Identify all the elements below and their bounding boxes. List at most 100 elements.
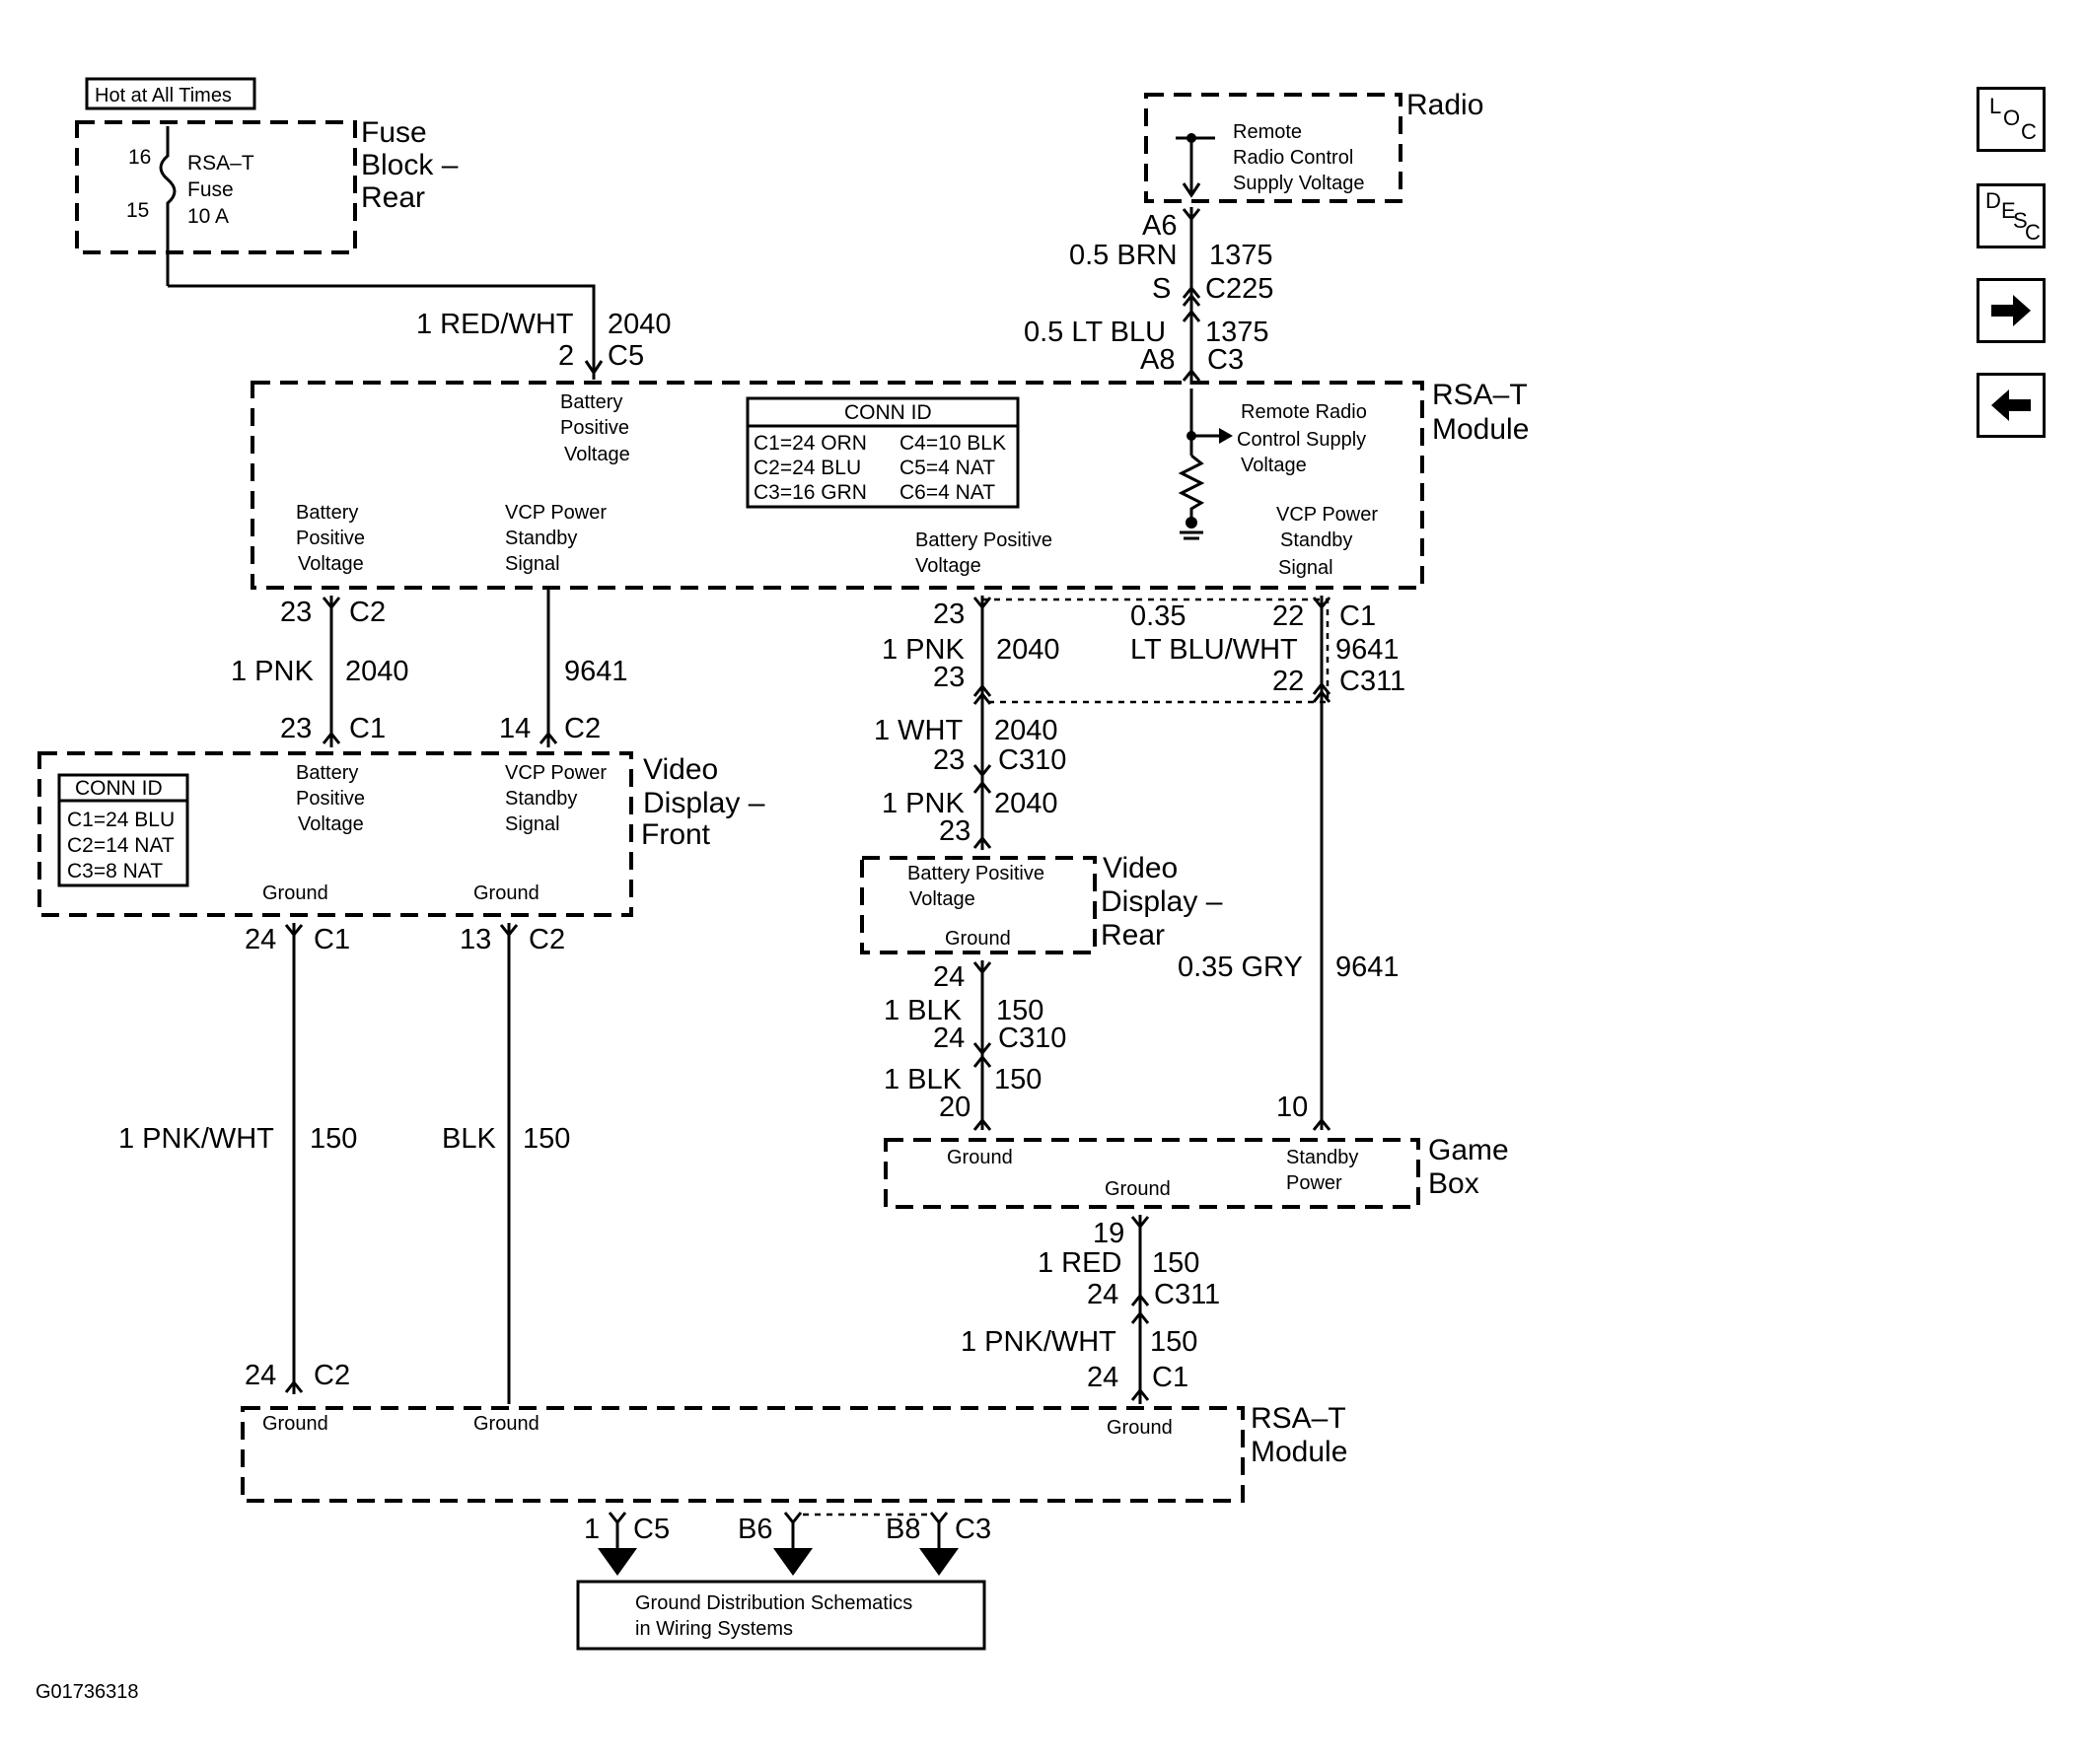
loc-letter-l: L <box>1989 94 2002 118</box>
rear-gnd2-pin: 20 <box>939 1092 971 1123</box>
rear-gnd1-color: 1 BLK <box>884 995 963 1026</box>
wire-fuse-circuit: 2040 <box>608 309 672 340</box>
connector-a8 <box>1182 309 1201 382</box>
wire-a8-circuit: 1375 <box>1205 317 1269 348</box>
rear-wht-pin: 23 <box>933 744 965 776</box>
rsa-top-title-1: RSA–T <box>1432 379 1528 411</box>
fuse-label-3: 10 A <box>187 205 229 228</box>
front-gnd2-color: BLK <box>442 1123 496 1155</box>
ground-arrow-3 <box>919 1548 959 1576</box>
front-gnd1-conn-bottom: C2 <box>314 1360 350 1391</box>
connector-game-10 <box>1312 1117 1331 1131</box>
rear-batt-pin-top: 23 <box>933 599 965 630</box>
rsa-bottom-ground-2: Ground <box>473 1413 539 1435</box>
game-gnd1-circuit: 150 <box>1152 1247 1199 1279</box>
rsa-conn-id-header: CONN ID <box>844 401 932 424</box>
game-gry-pin: 10 <box>1276 1092 1308 1123</box>
front-vcp-1: VCP Power <box>505 762 607 784</box>
connector-c1-22 <box>1312 597 1331 610</box>
ground-distribution-line-2: in Wiring Systems <box>635 1618 793 1640</box>
rsa-conn-id-r1c2: C4=10 BLK <box>899 432 1006 455</box>
game-box <box>884 1138 1420 1209</box>
wire-a6-pin: A6 <box>1142 210 1177 242</box>
connector-c1-24 <box>284 924 304 938</box>
front-batt-2: Positive <box>296 788 365 810</box>
video-rear-title-1: Video <box>1103 852 1178 884</box>
radio-label-3: Supply Voltage <box>1233 173 1364 194</box>
game-gry-circuit: 9641 <box>1335 952 1400 983</box>
game-gnd1-pin-top: 19 <box>1093 1218 1124 1249</box>
game-gnd2-color: 1 PNK/WHT <box>961 1326 1116 1358</box>
game-box-title-2: Box <box>1428 1167 1479 1200</box>
rsa-remote-1: Remote Radio <box>1241 401 1367 423</box>
connector-c2-23 <box>322 597 341 610</box>
front-gnd1-circuit: 150 <box>310 1123 357 1155</box>
rsa-top-title-2: Module <box>1432 413 1529 446</box>
rear-batt-color: 1 PNK <box>882 634 965 666</box>
connector-rear-20 <box>972 1117 992 1131</box>
rsa-vcp-right-3: Signal <box>1278 557 1333 579</box>
rear-batt-1: Battery Positive <box>907 863 1044 884</box>
front-ground-1: Ground <box>262 882 328 904</box>
front-gnd1-color: 1 PNK/WHT <box>118 1123 274 1155</box>
next-button[interactable] <box>1977 278 2046 343</box>
game-gnd1-pin-bottom: 24 <box>1087 1279 1118 1310</box>
rsa-conn-id-r2c2: C5=4 NAT <box>899 457 995 479</box>
front-batt-circuit: 2040 <box>345 656 409 687</box>
fuse-label-2: Fuse <box>187 178 234 201</box>
rsa-module-top-box <box>251 381 1424 590</box>
rsa-conn-id-r3c1: C3=16 GRN <box>754 481 867 504</box>
front-batt-pin-top: 23 <box>280 597 312 628</box>
rsa-batt-center-1: Battery <box>560 391 622 413</box>
front-conn-id-header: CONN ID <box>75 777 163 800</box>
shield-dashed-top <box>982 598 1330 704</box>
connector-c1-23 <box>322 731 341 744</box>
fuse-symbol <box>159 126 177 286</box>
desc-button[interactable]: D E S C <box>1977 183 2046 248</box>
video-front-title-3: Front <box>641 818 711 851</box>
wire-fuse-to-rsa <box>168 284 596 380</box>
connector-c1-24-game <box>1130 1387 1150 1401</box>
ground1-conn: C5 <box>633 1514 670 1545</box>
fuse-block-title-2: Block – <box>361 149 459 181</box>
front-conn-id-table <box>57 773 189 887</box>
rsa-conn-id-table <box>746 396 1020 509</box>
rear-gnd2-color: 1 BLK <box>884 1064 963 1095</box>
rear-batt-circuit: 2040 <box>996 634 1060 666</box>
video-rear-title-2: Display – <box>1101 885 1223 918</box>
game-gnd1-color: 1 RED <box>1038 1247 1121 1279</box>
game-standby-2: Power <box>1286 1172 1342 1194</box>
rsa-vcp-right-2: Standby <box>1280 529 1352 551</box>
video-front-title-2: Display – <box>643 787 765 819</box>
front-vcp-3: Signal <box>505 813 560 835</box>
connector-rear-23-bottom <box>972 780 992 849</box>
fuse-pin-16: 16 <box>128 146 151 169</box>
video-front-title-1: Video <box>643 753 718 786</box>
connector-rear-23-top <box>972 597 992 610</box>
front-gnd2-conn-top: C2 <box>529 924 565 955</box>
loc-button[interactable]: L O C <box>1977 87 2046 152</box>
rsa-batt-center-3: Voltage <box>564 444 630 465</box>
ground-distribution-line-1: Ground Distribution Schematics <box>635 1592 912 1614</box>
ground1-pin: 1 <box>584 1514 600 1545</box>
connector-c225 <box>1182 285 1201 307</box>
rear-wht-conn: C310 <box>998 744 1066 776</box>
rsa-batt-right-1: Battery Positive <box>915 529 1052 551</box>
wire-a8-color: 0.5 LT BLU <box>1024 317 1166 348</box>
game-wire-color: LT BLU/WHT <box>1130 634 1298 666</box>
ground-arrow-2 <box>773 1548 813 1576</box>
front-gnd2-circuit: 150 <box>523 1123 570 1155</box>
prev-button[interactable] <box>1977 373 2046 438</box>
rear-gnd1-pin-top: 24 <box>933 961 965 993</box>
wire-fuse-color: 1 RED/WHT <box>416 309 574 340</box>
ground2-pin: B6 <box>738 1514 772 1545</box>
rsa-internal-arrowhead <box>1219 428 1233 444</box>
game-wire-size: 0.35 <box>1130 600 1186 632</box>
radio-label-1: Remote <box>1233 121 1302 143</box>
connector-a6 <box>1182 208 1201 222</box>
rsa-vcp-right-1: VCP Power <box>1276 504 1378 526</box>
desc-icon: D E S C <box>1979 186 2043 246</box>
connector-c311-24 <box>1130 1293 1150 1324</box>
front-gnd1-pin-top: 24 <box>245 924 276 955</box>
front-conn-id-r3: C3=8 NAT <box>67 860 163 882</box>
